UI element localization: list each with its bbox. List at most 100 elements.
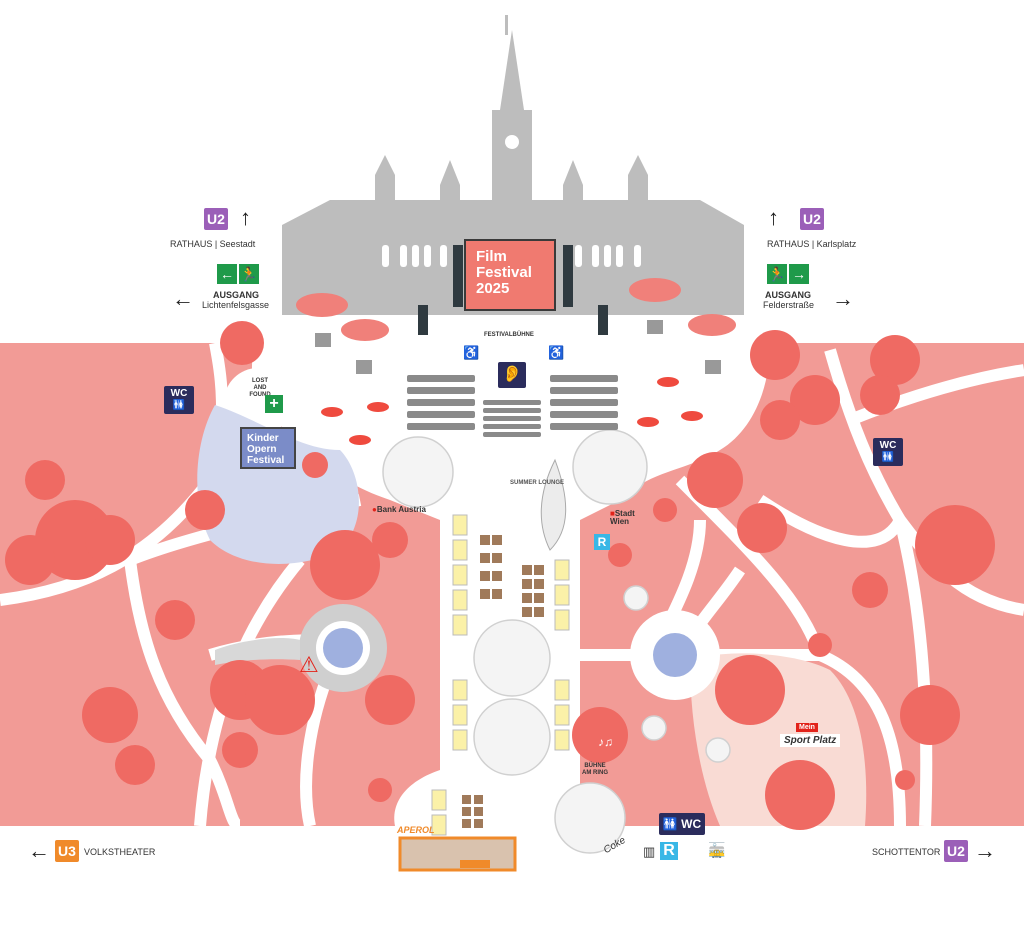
aperol-logo: APEROL: [397, 825, 435, 835]
table: [474, 819, 483, 828]
wc-label: WC: [879, 440, 897, 451]
seat-row: [407, 423, 475, 430]
kinder-line: Opern: [247, 444, 277, 455]
table: [462, 819, 471, 828]
plaza: [251, 300, 770, 826]
screen-line: Festival: [476, 264, 532, 281]
station-label-schottentor: SCHOTTENTOR: [872, 847, 941, 857]
lounge-seat: [452, 729, 468, 751]
hearing-loop-icon: 👂: [498, 362, 526, 388]
first-aid-icon: +: [265, 395, 283, 413]
tree: [860, 375, 900, 415]
table: [480, 535, 490, 545]
table: [480, 571, 490, 581]
tree: [222, 732, 258, 768]
accessible-parking-icon: R: [660, 842, 678, 860]
stadt-wien-logo: ■Stadt Wien: [610, 509, 635, 526]
kinder-screen: Kinder Opern Festival: [240, 427, 296, 469]
station-label-volkstheater: VOLKSTHEATER: [84, 847, 156, 857]
screen-line: 2025: [476, 280, 510, 297]
tree: [750, 330, 800, 380]
tables: [431, 514, 570, 836]
arrow-left-icon: ←: [172, 286, 194, 311]
seat-row: [483, 416, 541, 421]
tree: [220, 321, 264, 365]
tree: [155, 600, 195, 640]
tree: [737, 503, 787, 553]
festival-screen: Film Festival 2025: [464, 239, 556, 311]
lost-found-label: LOST AND FOUND: [249, 378, 271, 398]
station-label-left: RATHAUS | Seestadt: [170, 239, 256, 249]
tree: [368, 778, 392, 802]
lounge-seat: [431, 814, 447, 836]
lounge-seat: [452, 539, 468, 561]
seat-row: [407, 411, 475, 418]
buehne-am-ring-label: BÜHNE AM RING: [582, 763, 608, 776]
speakers: [418, 245, 608, 335]
sport-platz-label: Sport Platz: [780, 734, 841, 747]
summer-lounge-label: SUMMER LOUNGE: [510, 480, 564, 486]
accessible-parking-icon: R: [594, 534, 610, 550]
tree: [310, 530, 380, 600]
exit-street-left: Lichtenfelsgasse: [202, 300, 270, 310]
tree: [687, 452, 743, 508]
arrow-up-icon: ↑: [240, 205, 251, 230]
wc-sign-right: WC🚻: [873, 438, 903, 466]
tree: [572, 707, 628, 763]
seat-row: [483, 432, 541, 437]
table: [480, 589, 490, 599]
tree: [245, 665, 315, 735]
table: [474, 807, 483, 816]
table: [492, 589, 502, 599]
u2-badge-bottom: U2: [944, 840, 968, 862]
seat-row: [483, 400, 541, 405]
lounge-seat: [452, 614, 468, 636]
lounge-seat: [452, 679, 468, 701]
bank-austria-text: Bank Austria: [376, 505, 426, 514]
table: [534, 593, 544, 603]
table: [522, 607, 532, 617]
wheelchair-icon: ♿: [463, 345, 480, 360]
table: [480, 553, 490, 563]
lounge-seat: [554, 704, 570, 726]
palms: [296, 278, 736, 341]
wc-label: WC: [170, 388, 188, 399]
seat-row: [550, 411, 618, 418]
stadt-wien-text: Stadt Wien: [610, 509, 635, 526]
table: [492, 535, 502, 545]
wheelchair-icon: ♿: [548, 345, 565, 360]
seat-row: [483, 408, 541, 413]
tree: [302, 452, 328, 478]
table: [522, 593, 532, 603]
lounge-seat: [431, 789, 447, 811]
screen-line: Film: [476, 248, 507, 265]
tree: [82, 687, 138, 743]
tree: [852, 572, 888, 608]
seat-row: [550, 423, 618, 430]
tree: [765, 760, 835, 830]
tree: [900, 685, 960, 745]
tram-icon: 🚋: [708, 842, 726, 858]
lounge-seat: [452, 514, 468, 536]
tree: [790, 375, 840, 425]
table: [492, 553, 502, 563]
lounge-seat: [452, 589, 468, 611]
table: [462, 795, 471, 804]
arrow-right-icon: →: [974, 838, 996, 863]
tree: [115, 745, 155, 785]
tree: [760, 400, 800, 440]
table: [492, 571, 502, 581]
exit-label-right: AUSGANG: [765, 290, 812, 300]
exit-label-left: AUSGANG: [213, 290, 260, 300]
tree: [185, 490, 225, 530]
u2-badge-left: U2: [204, 208, 228, 230]
table: [522, 579, 532, 589]
tree: [653, 498, 677, 522]
music-note-icon: ♪♫: [598, 735, 613, 749]
lounge-seat: [554, 584, 570, 606]
lounge-seat: [554, 559, 570, 581]
tree: [5, 535, 55, 585]
exit-sign-right-icon: 🏃→: [767, 264, 809, 284]
